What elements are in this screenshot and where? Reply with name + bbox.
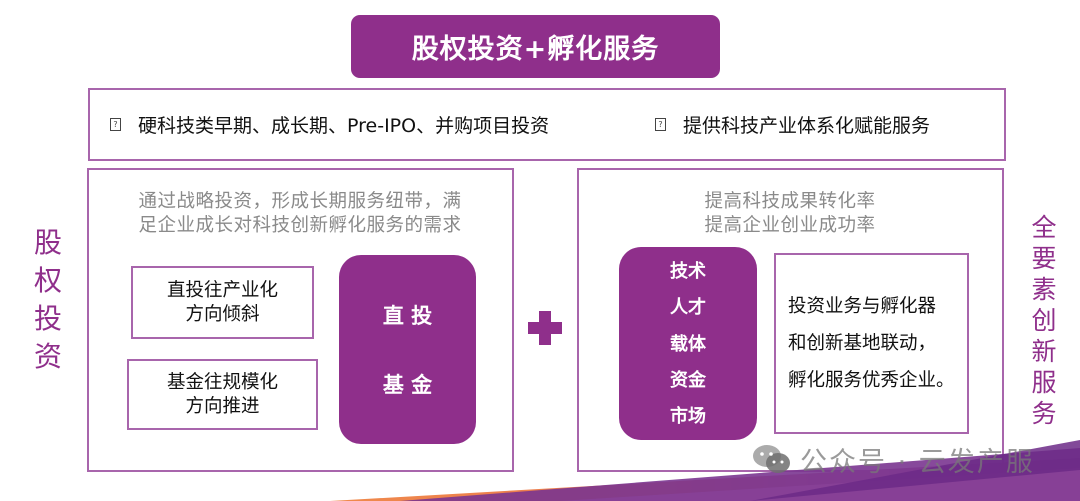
top-band-item-text: 提供科技产业体系化赋能服务	[683, 115, 931, 137]
side-label-char: 新	[1031, 337, 1057, 366]
page-title: 股权投资+孵化服务	[351, 15, 720, 78]
watermark-text: 公众号 · 云发产服	[800, 446, 1035, 478]
plus-icon	[528, 311, 562, 345]
description-line: 提高企业创业成功率	[704, 215, 876, 236]
left-panel-description: 通过战略投资，形成长期服务纽带，满 足企业成长对科技创新孵化服务的需求	[100, 190, 500, 238]
pill-item: 市场	[670, 406, 706, 427]
side-label-equity-investment: 股 权 投 资	[28, 224, 68, 376]
side-label-full-element-service: 全 要 素 创 新 服 务	[1024, 212, 1064, 429]
pill-item: 直 投	[382, 303, 433, 328]
box-line: 直投往产业化	[166, 279, 278, 301]
side-label-char: 素	[1031, 275, 1057, 304]
box-line: 基金往规模化	[166, 371, 278, 393]
top-band: ? 硬科技类早期、成长期、Pre-IPO、并购项目投资 ? 提供科技产业体系化赋…	[88, 88, 1006, 161]
box-line: 孵化服务优秀企业。	[788, 370, 955, 391]
pill-item: 资金	[670, 369, 706, 391]
side-label-char: 全	[1031, 213, 1057, 242]
box-line: 方向倾斜	[185, 303, 260, 325]
wechat-icon	[753, 445, 790, 473]
side-label-char: 投	[33, 302, 62, 335]
decorative-wave	[330, 440, 1080, 501]
description-line: 提高科技成果转化率	[704, 191, 876, 212]
top-band-item: ? 提供科技产业体系化赋能服务	[655, 111, 930, 138]
watermark: 公众号 · 云发产服	[752, 440, 1035, 478]
pill-item: 载体	[670, 333, 706, 355]
box-line: 投资业务与孵化器	[788, 296, 937, 317]
top-band-item-text: 硬科技类早期、成长期、Pre-IPO、并购项目投资	[138, 115, 550, 137]
side-label-char: 权	[33, 264, 62, 297]
bullet-icon: ?	[655, 118, 666, 131]
side-label-char: 服	[1031, 368, 1057, 397]
box-line: 方向推进	[185, 395, 260, 417]
description-line: 通过战略投资，形成长期服务纽带，满	[138, 191, 462, 212]
incubation-linkage-box: 投资业务与孵化器 和创新基地联动， 孵化服务优秀企业。	[774, 253, 969, 434]
description-line: 足企业成长对科技创新孵化服务的需求	[138, 215, 462, 236]
innovation-elements-pill: 技术 人才 载体 资金 市场	[619, 247, 757, 440]
side-label-char: 股	[33, 226, 62, 259]
right-panel-description: 提高科技成果转化率 提高企业创业成功率	[620, 190, 960, 238]
direct-investment-box: 直投往产业化 方向倾斜	[131, 266, 314, 339]
pill-item: 技术	[670, 261, 706, 282]
side-label-char: 创	[1031, 306, 1057, 335]
top-band-item: ? 硬科技类早期、成长期、Pre-IPO、并购项目投资	[110, 111, 549, 138]
pill-item: 基 金	[382, 373, 433, 398]
fund-box: 基金往规模化 方向推进	[127, 359, 318, 430]
investment-type-pill: 直 投 基 金	[339, 255, 476, 444]
side-label-char: 要	[1031, 244, 1057, 273]
pill-item: 人才	[670, 297, 706, 319]
side-label-char: 务	[1031, 399, 1057, 428]
side-label-char: 资	[33, 340, 62, 373]
bullet-icon: ?	[110, 118, 121, 131]
box-line: 和创新基地联动，	[788, 333, 937, 354]
